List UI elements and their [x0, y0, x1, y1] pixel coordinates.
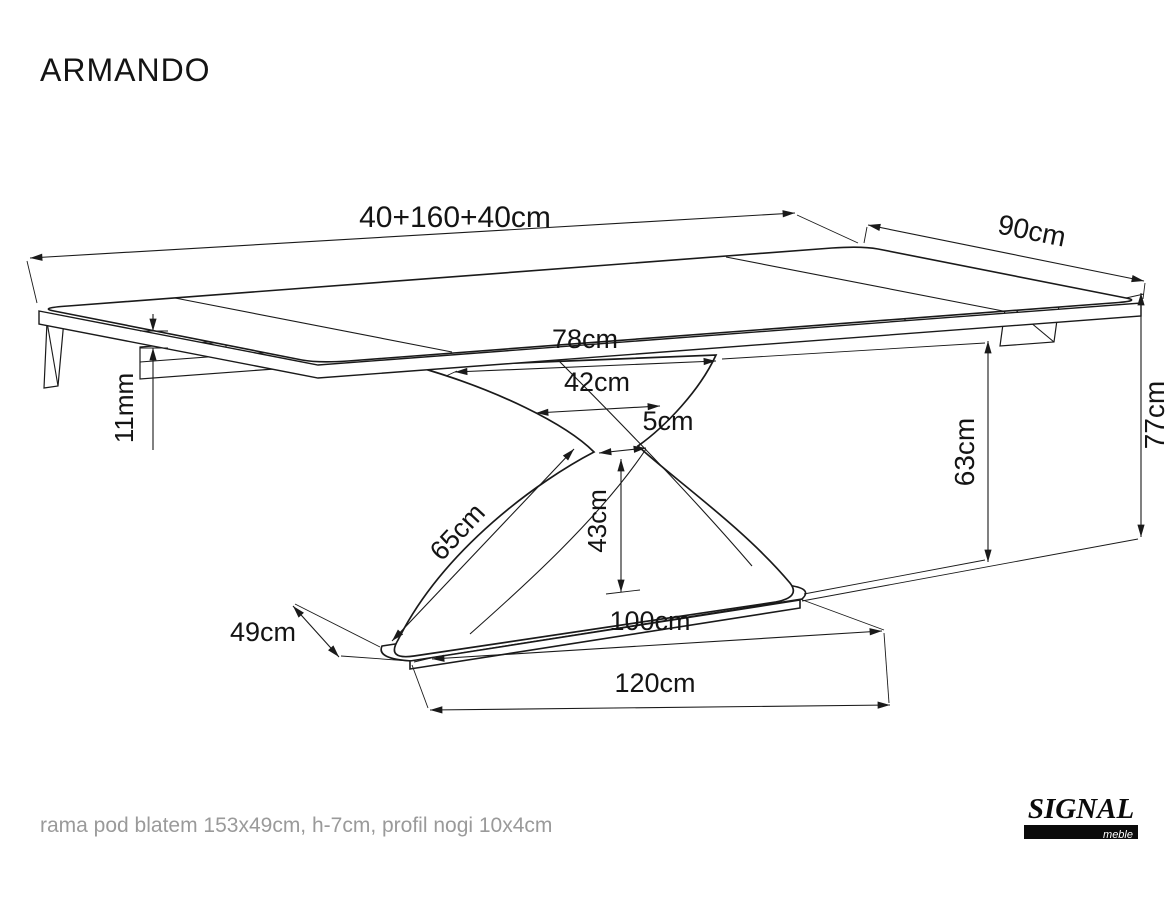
- dim-foot-top-length-label: 100cm: [609, 606, 690, 636]
- dim-length: 40+160+40cm: [26, 201, 859, 304]
- dim-base-height: 63cm: [721, 341, 992, 595]
- dim-foot-bottom-length: 120cm: [411, 632, 891, 714]
- signal-logo: SIGNAL meble: [1024, 793, 1138, 841]
- dim-foot-depth-label: 49cm: [230, 617, 296, 647]
- dim-total-height-label: 77cm: [1139, 381, 1170, 449]
- dim-foot-bottom-length-label: 120cm: [614, 668, 695, 698]
- dim-base-height-label: 63cm: [949, 418, 980, 486]
- dim-top-thickness: 11mm: [109, 314, 168, 450]
- signal-logo-brand: SIGNAL: [1027, 793, 1135, 825]
- product-title: ARMANDO: [40, 52, 211, 88]
- dim-waist-height: 43cm: [582, 459, 641, 595]
- dim-foot-depth: 49cm: [230, 603, 411, 662]
- signal-logo-sub: meble: [1103, 829, 1133, 841]
- dim-top-thickness-label: 11mm: [109, 373, 139, 443]
- leaf-seam-left: [174, 297, 453, 353]
- dim-frame-width: 78cm: [445, 324, 717, 377]
- dim-inner-width-label: 42cm: [564, 367, 630, 397]
- frame-spec-footnote: rama pod blatem 153x49cm, h-7cm, profil …: [40, 814, 553, 837]
- dim-waist: 5cm: [598, 406, 694, 456]
- signal-logo-bar: meble: [1024, 825, 1138, 841]
- dim-frame-width-label: 78cm: [552, 324, 618, 354]
- dim-foot-top-length: 100cm: [413, 598, 885, 663]
- dim-waist-height-label: 43cm: [582, 489, 612, 553]
- dim-length-label: 40+160+40cm: [359, 201, 551, 234]
- dim-depth-label: 90cm: [995, 209, 1068, 253]
- leaf-bracket-left: [43, 319, 65, 389]
- leaf-seam-right: [725, 256, 1004, 312]
- dim-inner-width: 42cm: [535, 367, 661, 416]
- dim-waist-label: 5cm: [642, 406, 693, 436]
- dim-total-height: 77cm: [801, 293, 1170, 602]
